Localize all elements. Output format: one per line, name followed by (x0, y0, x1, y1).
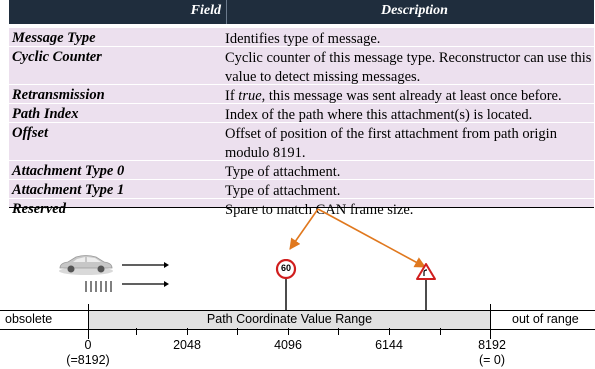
range-label: Path Coordinate Value Range (206, 312, 373, 326)
field-cell: Offset (12, 125, 48, 141)
table-row: Path Index Index of the path where this … (9, 103, 594, 123)
field-cell: Retransmission (12, 87, 105, 103)
callout-arrow-right (317, 208, 426, 268)
table-row: Attachment Type 0 Type of attachment. (9, 160, 594, 180)
emphasis-text: true (238, 88, 262, 104)
field-cell: Path Index (12, 106, 79, 122)
table-header: Field Description (9, 0, 594, 24)
description-cell: Cyclic counter of this message type. Rec… (225, 50, 592, 85)
header-description: Description (381, 3, 448, 18)
description-text: , this message was sent already at least… (261, 88, 562, 104)
obsolete-label: obsolete (5, 312, 53, 326)
tick-mark (490, 304, 491, 339)
out-of-range-label: out of range (512, 312, 579, 326)
header-field: Field (190, 3, 221, 18)
description-cell: Offset of position of the first attachme… (225, 126, 557, 161)
axis-top-line (0, 310, 595, 311)
speed-limit-sign-icon (275, 259, 297, 311)
trail-marks-icon (85, 281, 112, 292)
tick-label-2048: 2048 (173, 338, 201, 352)
curve-warning-sign-icon (416, 263, 436, 312)
tick-sublabel-8192: (= 0) (478, 353, 506, 367)
header-separator (226, 0, 227, 24)
path-coordinate-diagram: 60 obsolete Path Coordinate Value Range … (0, 207, 595, 369)
axis-bottom-line (0, 329, 595, 330)
table-row: Offset Offset of position of the first a… (9, 122, 594, 161)
field-cell: Attachment Type 0 (12, 163, 125, 179)
table-row: Message Type Identifies type of message. (9, 27, 594, 47)
field-cell: Reserved (12, 201, 66, 217)
tick-label-6144: 6144 (375, 338, 403, 352)
tick-mark (389, 328, 390, 335)
table-body: Message Type Identifies type of message.… (9, 27, 594, 218)
callout-arrow-left (289, 208, 319, 250)
field-cell: Attachment Type 1 (12, 182, 125, 198)
table-row: Attachment Type 1 Type of attachment. (9, 179, 594, 199)
valid-range-band (88, 311, 491, 329)
tick-label-0: 0 (84, 338, 92, 352)
tick-mark (136, 328, 137, 335)
description-cell: Type of attachment. (225, 183, 341, 199)
field-cell: Cyclic Counter (12, 49, 102, 65)
car-icon (59, 255, 113, 275)
description-cell: Type of attachment. (225, 164, 341, 180)
motion-arrows (122, 262, 169, 287)
description-text: If (225, 88, 239, 104)
tick-mark (88, 304, 89, 339)
tick-mark (187, 328, 188, 335)
tick-mark (288, 328, 289, 335)
tick-sublabel-0: (=8192) (66, 353, 110, 367)
description-cell: If true, this message was sent already a… (225, 87, 593, 106)
field-cell: Message Type (12, 30, 96, 46)
speed-limit-value: 60 (280, 263, 291, 273)
description-cell: Identifies type of message. (225, 31, 381, 47)
callout-arrows (289, 208, 426, 268)
tick-label-8192: 8192 (478, 338, 506, 352)
table-row: Retransmission If true, this message was… (9, 84, 594, 104)
tick-mark (237, 328, 238, 335)
tick-mark (440, 328, 441, 335)
table-row: Cyclic Counter Cyclic counter of this me… (9, 46, 594, 85)
tick-mark (338, 328, 339, 335)
tick-label-4096: 4096 (274, 338, 302, 352)
description-cell: Index of the path where this attachment(… (225, 107, 533, 123)
